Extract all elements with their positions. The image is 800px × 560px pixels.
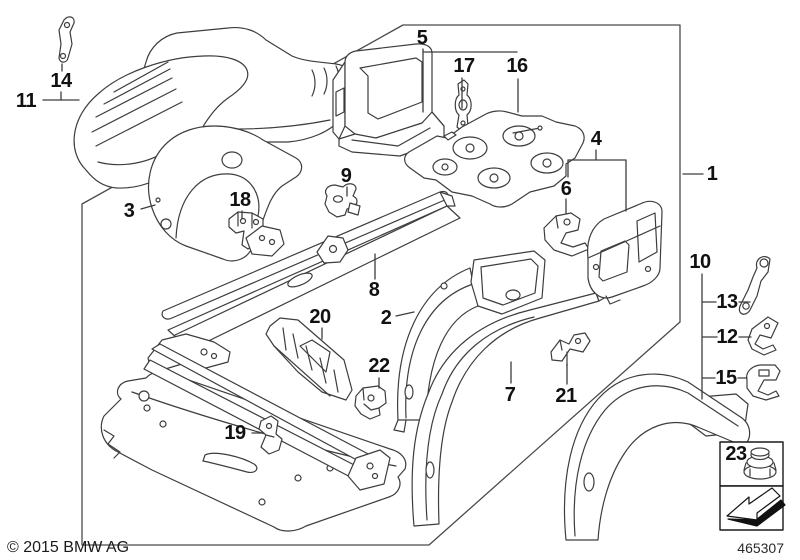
part-13-hook-bracket[interactable] <box>738 256 771 315</box>
callout-3[interactable]: 3 <box>123 200 135 222</box>
callout-18[interactable]: 18 <box>229 189 251 211</box>
part-10-wheel-arch-cover[interactable] <box>563 373 751 541</box>
callout-6[interactable]: 6 <box>560 178 572 200</box>
part-8-sill-rail[interactable] <box>161 190 461 351</box>
leader-3 <box>140 204 156 210</box>
callout-21[interactable]: 21 <box>555 385 577 407</box>
callout-5[interactable]: 5 <box>416 27 428 49</box>
arrow-down-left-icon <box>726 487 786 527</box>
detail-box-23[interactable] <box>719 441 784 487</box>
callout-17[interactable]: 17 <box>453 55 475 77</box>
callout-23[interactable]: 23 <box>725 443 747 465</box>
copyright-notice: © 2015 BMW AG <box>7 539 130 556</box>
part-9-clip[interactable] <box>324 183 361 218</box>
part-15-clip[interactable] <box>746 364 781 401</box>
partition-crossmember[interactable] <box>143 333 391 491</box>
part-12-angle-bracket[interactable] <box>747 316 779 356</box>
leader-2 <box>395 311 415 317</box>
part-16-floor-panel[interactable] <box>404 110 585 208</box>
callout-16[interactable]: 16 <box>506 55 528 77</box>
callout-14[interactable]: 14 <box>50 70 72 92</box>
part-7-side-member[interactable] <box>411 289 607 527</box>
part-6-clip[interactable] <box>543 212 590 257</box>
callout-20[interactable]: 20 <box>309 306 331 328</box>
callout-8[interactable]: 8 <box>368 279 380 301</box>
part-22-bracket[interactable] <box>354 385 387 420</box>
leader-lines <box>42 48 752 434</box>
part-14-bracket[interactable] <box>58 16 75 63</box>
assembly-group-outline <box>81 24 681 546</box>
leader-4 <box>567 149 627 212</box>
part-23-grommet[interactable] <box>743 447 777 480</box>
callout-13[interactable]: 13 <box>716 291 738 313</box>
callout-10[interactable]: 10 <box>689 251 711 273</box>
part-19-clip[interactable] <box>258 415 283 455</box>
nav-arrow-box[interactable] <box>719 485 786 531</box>
callout-2[interactable]: 2 <box>380 307 392 329</box>
callout-22[interactable]: 22 <box>368 355 390 377</box>
callout-9[interactable]: 9 <box>340 165 352 187</box>
callout-4[interactable]: 4 <box>590 128 602 150</box>
callout-1[interactable]: 1 <box>706 163 718 185</box>
callout-11[interactable]: 11 <box>15 90 37 112</box>
part-3-wheel-housing-support[interactable] <box>147 125 303 262</box>
part-21-bracket[interactable] <box>550 332 591 367</box>
callout-7[interactable]: 7 <box>504 384 516 406</box>
diagram-number: 465307 <box>737 540 784 556</box>
part-2-rear-wheel-housing[interactable] <box>393 250 546 433</box>
callout-19[interactable]: 19 <box>224 422 246 444</box>
leader-14 <box>60 63 63 101</box>
part-4-mount-bracket[interactable] <box>587 200 663 305</box>
callout-12[interactable]: 12 <box>716 326 738 348</box>
part-5-battery-tray[interactable] <box>332 43 445 157</box>
callout-15[interactable]: 15 <box>715 367 737 389</box>
part-20-gusset[interactable] <box>265 317 353 401</box>
leader-5 <box>422 48 518 113</box>
leader-10 <box>701 273 718 400</box>
